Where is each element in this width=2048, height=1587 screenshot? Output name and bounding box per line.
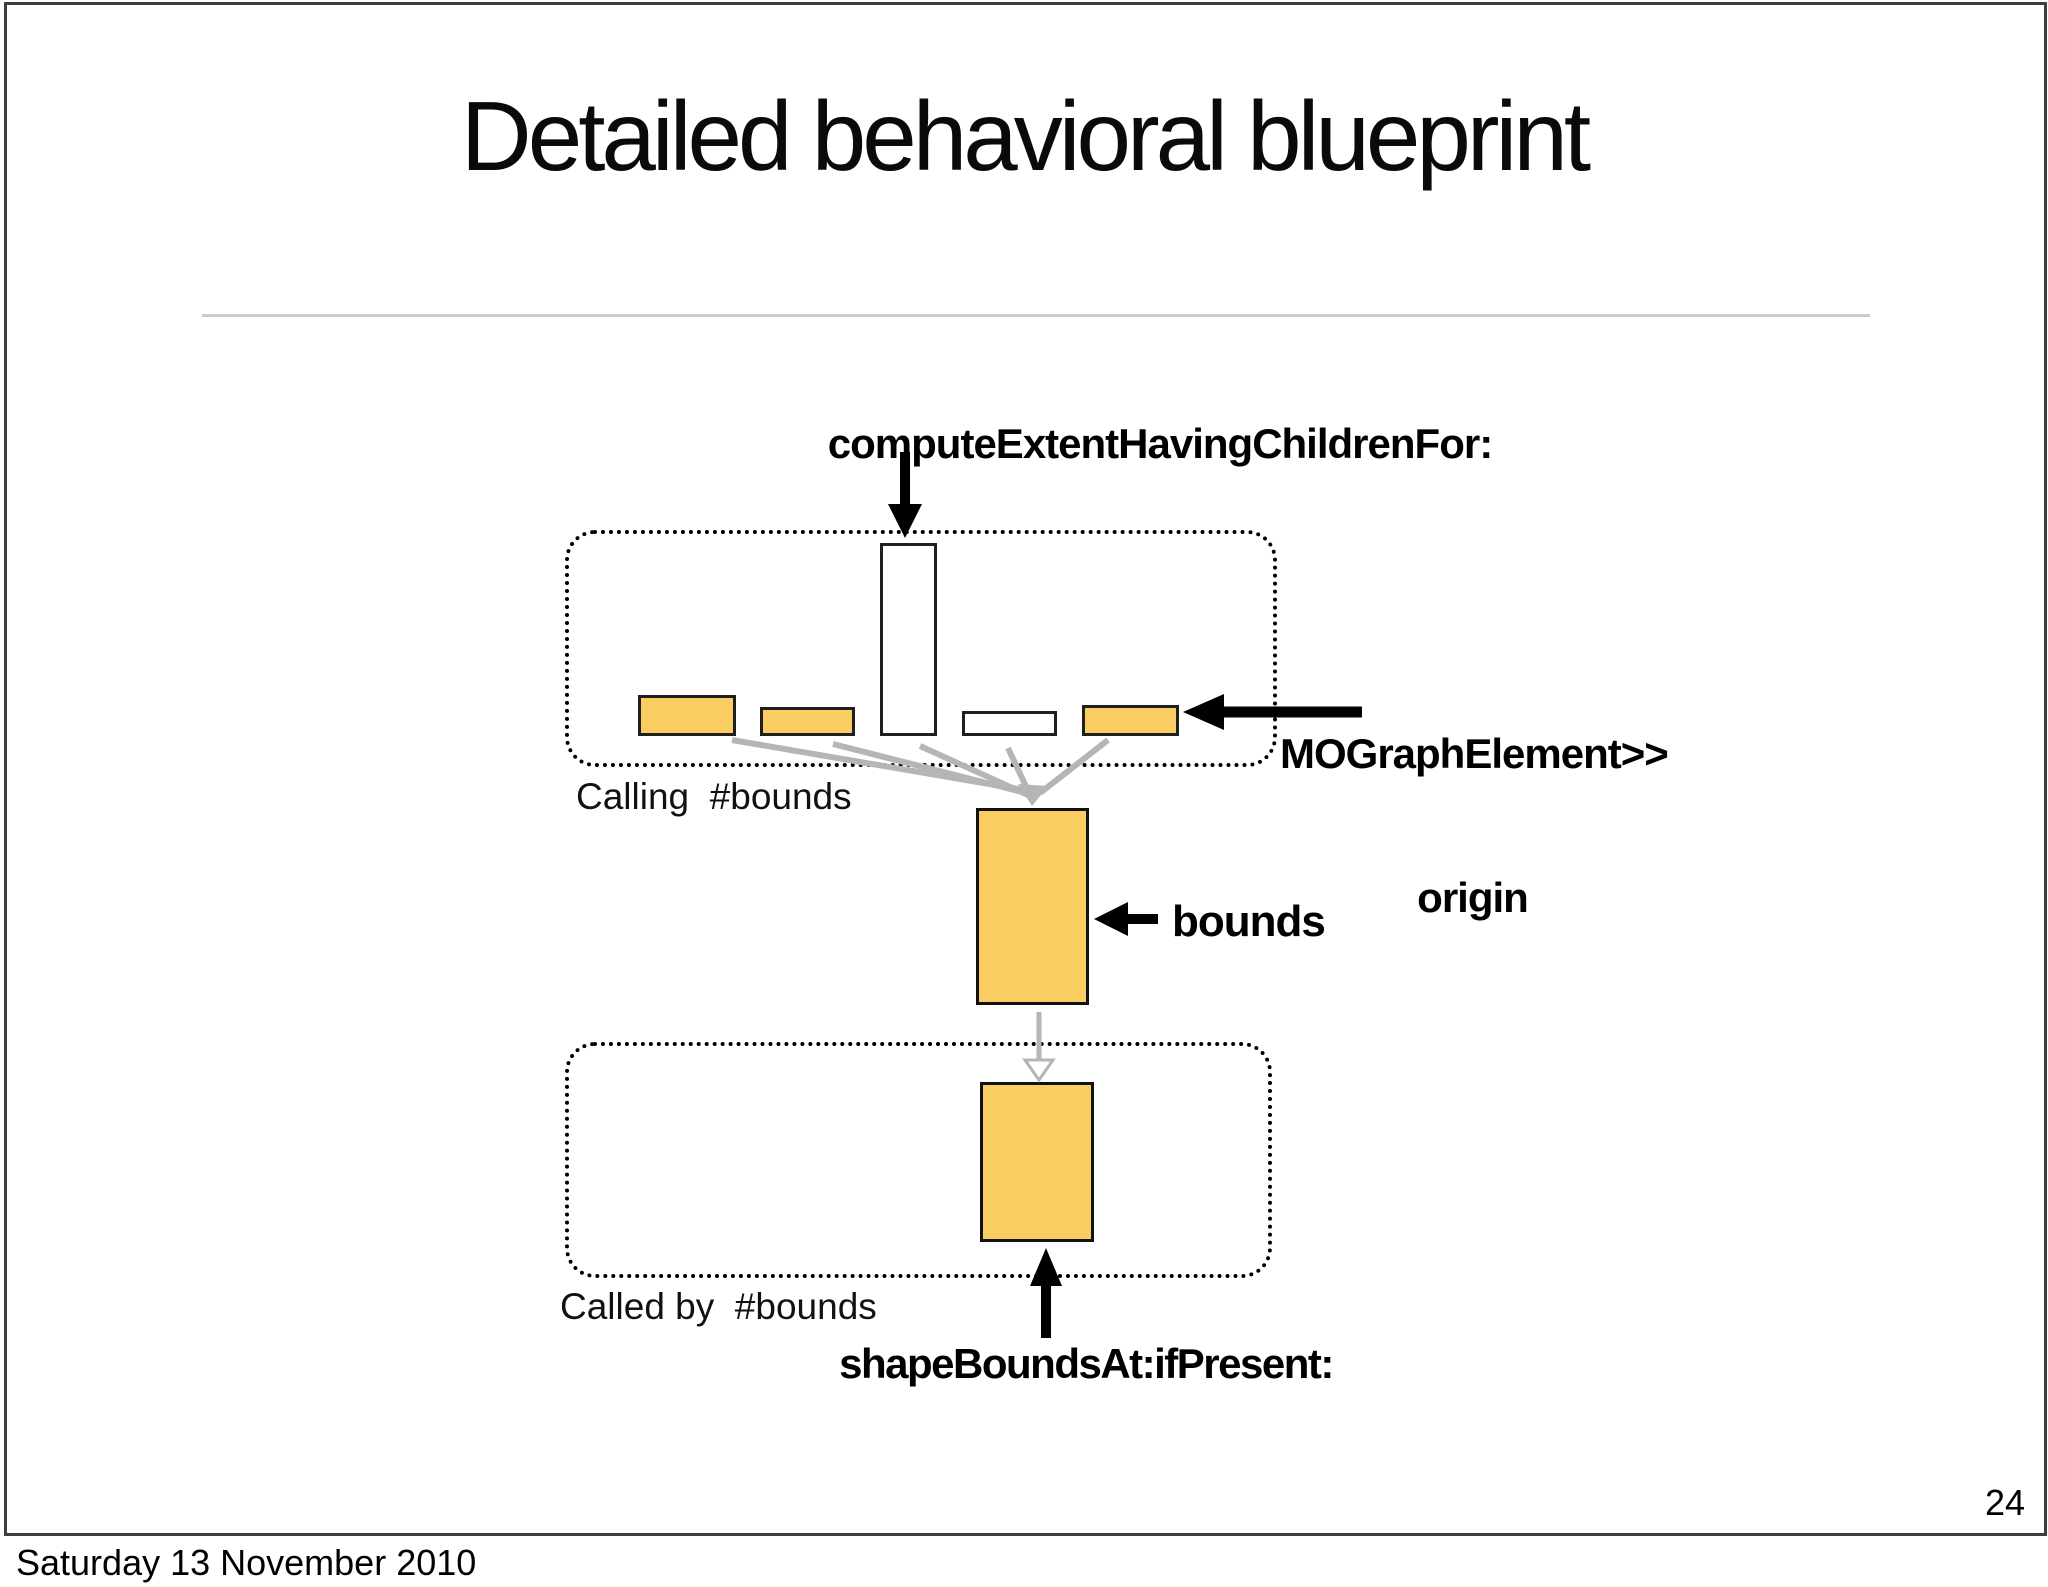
mograph-origin-label: MOGraphElement>> origin: [1280, 634, 1669, 1018]
bounds-rect: [976, 808, 1089, 1005]
mograph-origin-label-line2: origin: [1417, 874, 1529, 921]
bounds-label: bounds: [1172, 897, 1326, 946]
bar-white-small: [962, 711, 1057, 736]
footer-date: Saturday 13 November 2010: [16, 1542, 477, 1583]
bar-yellow-1: [638, 695, 736, 736]
called-by-scope-box: [565, 1042, 1272, 1278]
slide-frame: [4, 2, 2047, 1536]
shape-bounds-rect: [980, 1082, 1094, 1242]
mograph-origin-label-line1: MOGraphElement>>: [1280, 730, 1669, 777]
slide-title: Detailed behavioral blueprint: [460, 81, 1591, 191]
bar-tall-white-compute-extent: [880, 543, 937, 736]
bar-yellow-origin: [1082, 705, 1179, 736]
bar-yellow-2: [760, 707, 855, 736]
compute-extent-label: computeExtentHavingChildrenFor:: [827, 420, 1493, 467]
shape-bounds-label: shapeBoundsAt:ifPresent:: [839, 1340, 1334, 1387]
page-number: 24: [1985, 1482, 2026, 1523]
called-by-bounds-caption: Called by #bounds: [560, 1286, 877, 1327]
calling-bounds-caption: Calling #bounds: [576, 776, 852, 817]
title-divider: [202, 314, 1870, 317]
